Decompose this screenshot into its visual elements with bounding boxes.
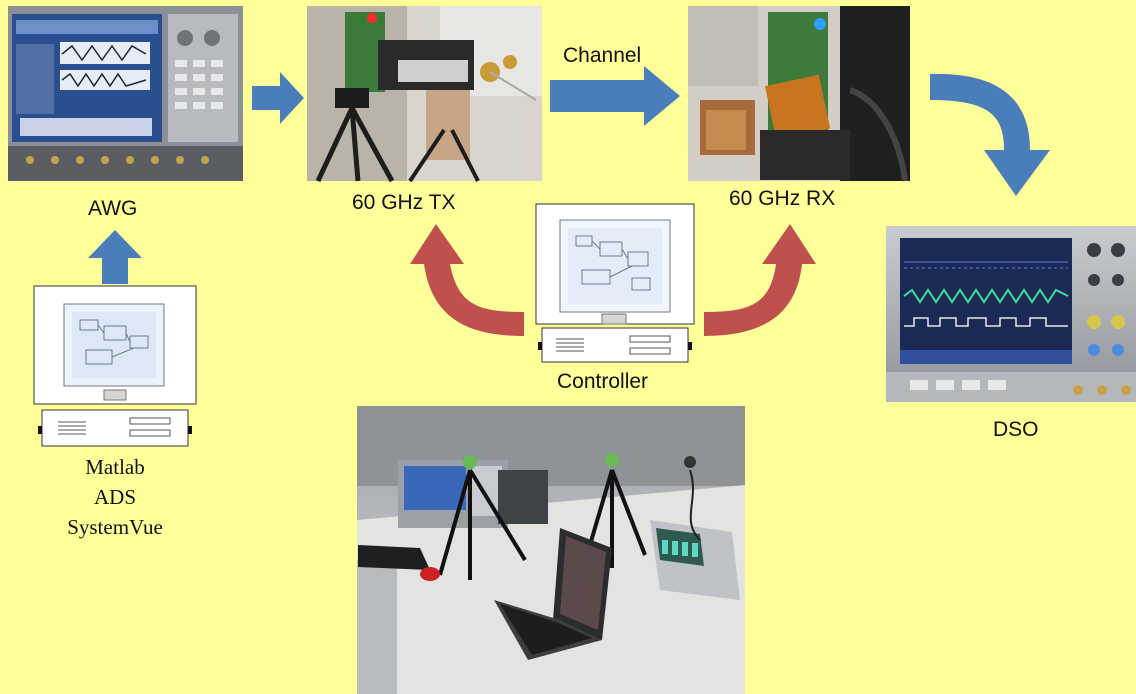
- matlab-computer-icon: [33, 285, 197, 447]
- software-matlab: Matlab: [85, 455, 145, 479]
- tx-label: 60 GHz TX: [352, 191, 456, 214]
- software-systemvue: SystemVue: [67, 515, 163, 539]
- controller-computer-icon: [535, 203, 695, 363]
- rx-label: 60 GHz RX: [729, 187, 836, 210]
- software-to-awg-arrow-icon: [88, 230, 142, 284]
- lab-setup-photo: [357, 406, 745, 694]
- channel-label: Channel: [563, 44, 642, 67]
- controller-to-tx-arrow-icon: [410, 224, 524, 336]
- dso-photo: [886, 226, 1136, 402]
- controller-label: Controller: [557, 370, 649, 393]
- controller-to-rx-arrow-icon: [704, 224, 816, 336]
- awg-to-tx-arrow-icon: [252, 72, 304, 124]
- software-ads: ADS: [93, 485, 136, 509]
- tx-photo: [307, 6, 542, 183]
- rx-photo: [688, 6, 910, 182]
- dso-label: DSO: [993, 418, 1039, 441]
- channel-arrow-icon: [550, 66, 680, 126]
- awg-label: AWG: [88, 197, 138, 220]
- software-list: Matlab ADS SystemVue: [50, 452, 180, 542]
- rx-to-dso-arrow-icon: [930, 73, 1050, 196]
- awg-photo: [8, 6, 243, 181]
